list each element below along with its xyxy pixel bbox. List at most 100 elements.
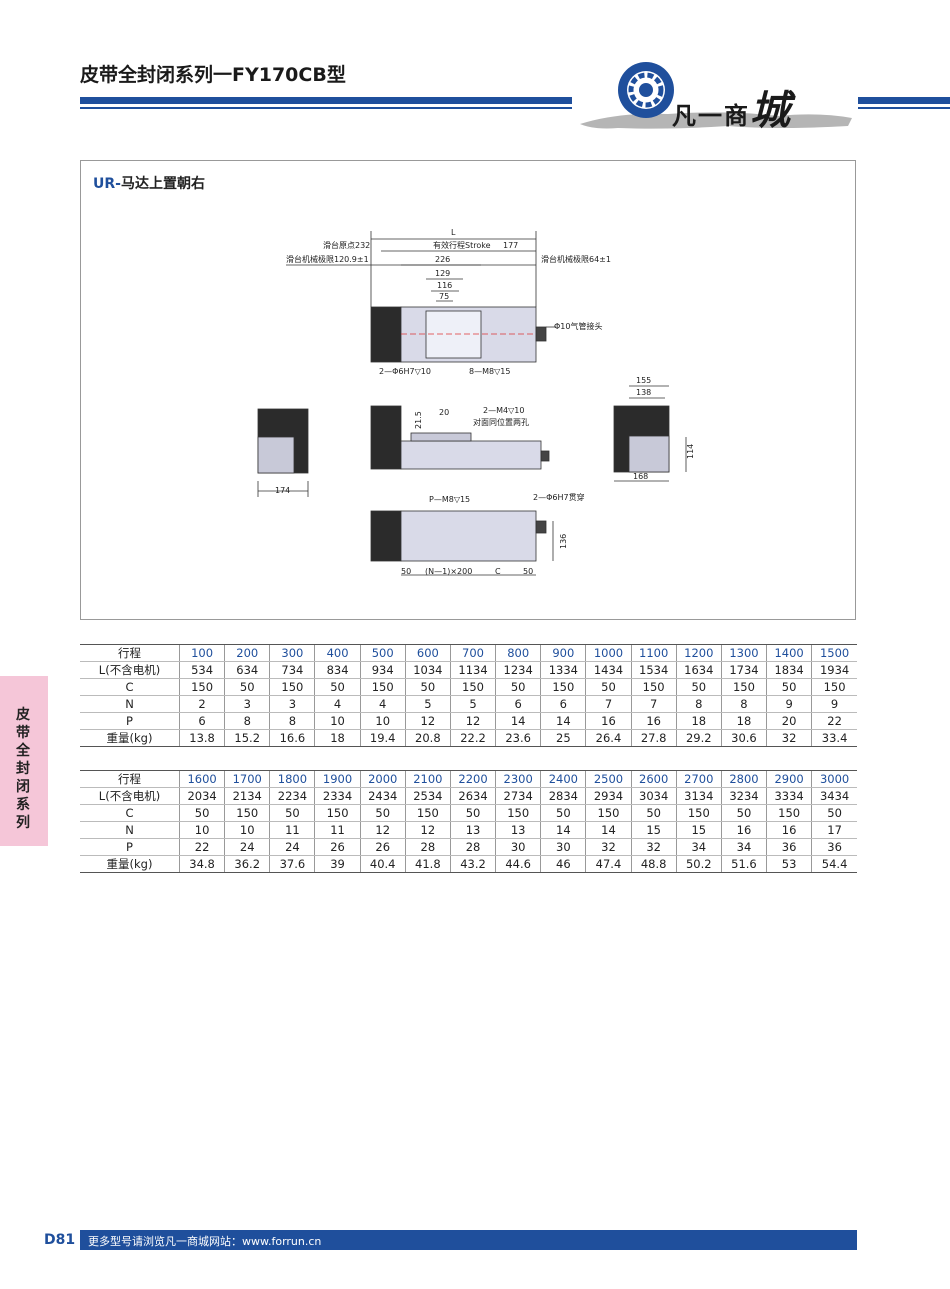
footer-bar: 更多型号请浏览凡一商城网站：www.forrun.cn: [80, 1230, 857, 1250]
table-cell: 20: [766, 712, 812, 730]
table-cell: 22: [811, 712, 857, 730]
table-cell: 6: [540, 695, 586, 713]
row-label: 行程: [80, 644, 180, 662]
drawing-frame: UR-马达上置朝右 L 滑台原点232 有效行程Stroke 177 滑台机械极…: [80, 160, 856, 620]
table-cell: 200: [224, 644, 270, 662]
dim-114: 114: [686, 444, 695, 459]
dim-origin: 滑台原点232: [323, 240, 370, 250]
table-cell: 29.2: [675, 729, 722, 747]
table-cell: 150: [314, 804, 361, 822]
table-cell: 2100: [404, 770, 451, 788]
table-cell: 150: [630, 678, 677, 696]
dim-50-left: 50: [401, 567, 411, 576]
drawing-title-text: 马达上置朝右: [120, 176, 205, 192]
table-cell: 150: [495, 804, 541, 822]
table-cell: 43.2: [449, 855, 496, 873]
table-cell: 2400: [540, 770, 586, 788]
table-cell: 1600: [178, 770, 225, 788]
table-cell: 150: [449, 678, 496, 696]
dim-stroke: 有效行程Stroke: [433, 240, 491, 250]
table-cell: 50: [585, 678, 632, 696]
table-cell: 36.2: [224, 855, 270, 873]
table-cell: 600: [404, 644, 451, 662]
table-cell: 12: [404, 712, 451, 730]
table-cell: 15: [675, 821, 722, 839]
table-cell: 15.2: [224, 729, 270, 747]
table-cell: 50: [404, 678, 451, 696]
table-cell: 23.6: [495, 729, 541, 747]
table-cell: 3000: [811, 770, 857, 788]
dim-136: 136: [559, 534, 568, 549]
label-pin-holes: 2—Φ6H7▽10: [379, 367, 431, 376]
table-cell: 2234: [269, 787, 315, 805]
table-cell: 26.4: [585, 729, 632, 747]
table-cell: 2634: [449, 787, 496, 805]
table-cell: 30: [540, 838, 586, 856]
table-cell: 150: [540, 678, 586, 696]
table-cell: 10: [314, 712, 361, 730]
table-cell: 32: [630, 838, 677, 856]
label-pin-through: 2—Φ6H7贯穿: [533, 492, 585, 502]
table-cell: 734: [269, 661, 315, 679]
table-cell: 3134: [675, 787, 722, 805]
label-m4-holes: 2—M4▽10: [483, 406, 524, 415]
dim-limit-right: 滑台机械极限64±1: [541, 254, 611, 264]
table-cell: 2300: [495, 770, 541, 788]
table-cell: 150: [811, 678, 857, 696]
table-cell: 50: [178, 804, 225, 822]
table-cell: 50: [314, 678, 361, 696]
table-cell: 13: [495, 821, 541, 839]
table-cell: 634: [224, 661, 270, 679]
row-label: N: [80, 695, 180, 713]
row-label: C: [80, 678, 180, 696]
table-cell: 1334: [540, 661, 586, 679]
page-number: D81: [44, 1232, 76, 1248]
table-cell: 32: [585, 838, 632, 856]
table-cell: 12: [404, 821, 451, 839]
table-cell: 26: [359, 838, 406, 856]
table-cell: 16: [630, 712, 677, 730]
table-cell: 10: [178, 821, 225, 839]
table-cell: 10: [359, 712, 406, 730]
label-pm8-holes: P—M8▽15: [429, 495, 470, 504]
bottom-view: [370, 510, 554, 576]
table-cell: 34: [675, 838, 722, 856]
table-cell: 1534: [630, 661, 677, 679]
row-label: L(不含电机): [80, 787, 180, 805]
table-cell: 3: [269, 695, 315, 713]
table-cell: 2434: [359, 787, 406, 805]
table-cell: 20.8: [404, 729, 451, 747]
row-label: 行程: [80, 770, 180, 788]
table-cell: 27.8: [630, 729, 677, 747]
table-cell: 33.4: [811, 729, 857, 747]
table-cell: 16: [585, 712, 632, 730]
logo-text-main: 凡一商: [672, 101, 750, 130]
table-cell: 50.2: [675, 855, 722, 873]
title-rule: [80, 97, 572, 104]
table-cell: 150: [359, 678, 406, 696]
table-cell: 53: [766, 855, 812, 873]
dim-226: 226: [435, 255, 450, 264]
table-cell: 50: [720, 804, 767, 822]
table-cell: 8: [675, 695, 722, 713]
table-cell: 3234: [720, 787, 767, 805]
table-cell: 37.6: [269, 855, 315, 873]
table-cell: 2334: [314, 787, 361, 805]
table-cell: 16.6: [269, 729, 315, 747]
footer-text: 更多型号请浏览凡一商城网站：www.forrun.cn: [88, 1235, 322, 1248]
label-m8-holes: 8—M8▽15: [469, 367, 510, 376]
table-cell: 900: [540, 644, 586, 662]
side-tab: 皮带全封闭系列: [0, 676, 48, 846]
table-cell: 6: [178, 712, 225, 730]
table-cell: 14: [495, 712, 541, 730]
row-label: L(不含电机): [80, 661, 180, 679]
table-cell: 11: [269, 821, 315, 839]
dim-138: 138: [636, 388, 651, 397]
table-cell: 2200: [449, 770, 496, 788]
table-cell: 26: [314, 838, 361, 856]
